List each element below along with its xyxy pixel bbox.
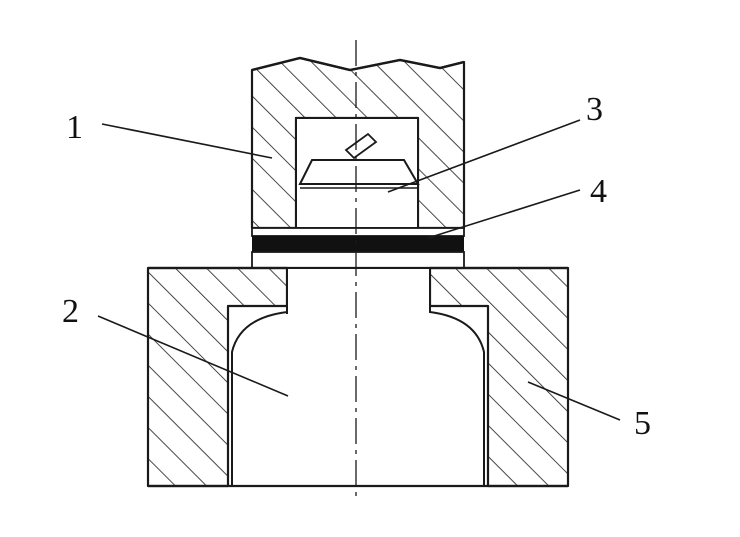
gasket-top-plate [251, 227, 465, 237]
leader-lines [97, 119, 621, 421]
small-rod [344, 132, 378, 160]
inner-cavity-part [148, 267, 568, 488]
gasket-bottom-plate [251, 251, 465, 269]
label-part-1: 1 [66, 109, 83, 146]
crystal-part [295, 117, 420, 229]
leader-line-5 [527, 381, 621, 421]
gasket-part [251, 227, 465, 269]
label-part-3: 3 [586, 91, 603, 128]
part-labels: 1 3 4 2 5 [62, 91, 651, 442]
label-part-4: 4 [590, 173, 607, 210]
label-part-2: 2 [62, 293, 79, 330]
gasket-black-layer [252, 236, 464, 252]
leader-line-2 [97, 315, 289, 397]
label-part-5: 5 [634, 405, 651, 442]
leader-line-4 [427, 189, 581, 239]
upper-body-broken-edge [251, 56, 465, 72]
leader-line-3 [387, 119, 581, 193]
crystal-trapezoid [298, 159, 420, 185]
leader-line-1 [101, 123, 273, 159]
